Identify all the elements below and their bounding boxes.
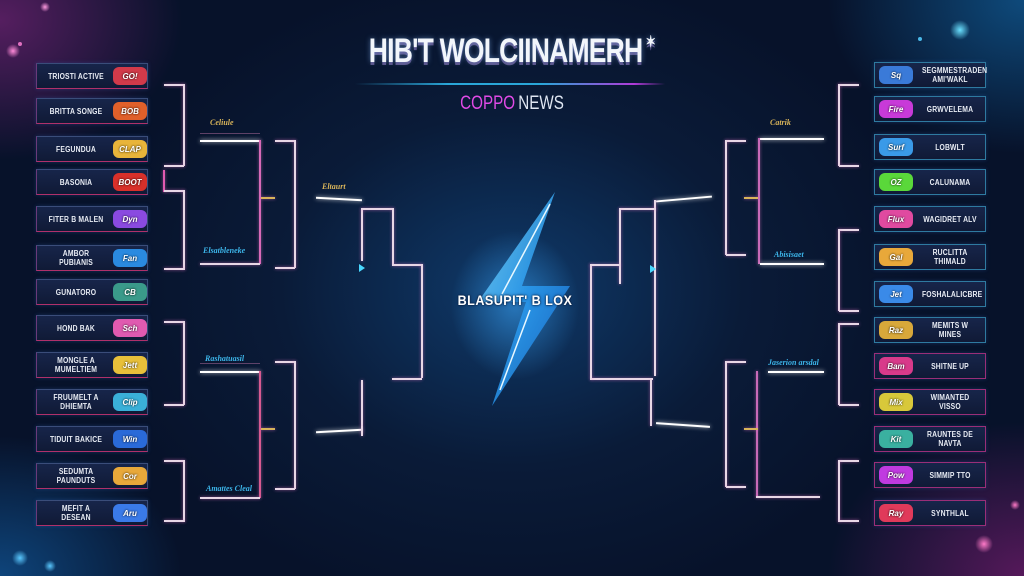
round-label: Celiule [210, 118, 234, 127]
team-logo-icon: Fan [113, 249, 147, 267]
team-logo-icon: Aru [113, 504, 147, 522]
round-label: Elsatbleneke [203, 246, 246, 255]
team-logo-icon: Bam [879, 357, 913, 375]
sparkle-icon: ✶ [645, 34, 656, 51]
team-logo-icon: Ray [879, 504, 913, 522]
team-logo-icon: BOB [113, 102, 147, 120]
team-logo-icon: Kit [879, 430, 913, 448]
team-logo-icon: Sq [879, 66, 913, 84]
title-divider [355, 83, 665, 85]
team-logo-icon: Dyn [113, 210, 147, 228]
team-logo-icon: Pow [879, 466, 913, 484]
center-title: BLASUPIT' B LOX [457, 292, 573, 308]
team-logo-icon: Gal [879, 248, 913, 266]
tournament-title: HIB'T WOLCIINAMERH✶ [368, 32, 656, 70]
round-label: Rashatuasil [205, 354, 245, 363]
team-logo-icon: Flux [879, 210, 913, 228]
team-logo-icon: OZ [879, 173, 913, 191]
team-logo-icon: Sch [113, 319, 147, 337]
team-logo-icon: Jet [879, 285, 913, 303]
round-label: Amattes Cleal [206, 484, 252, 493]
team-logo-icon: Clip [113, 393, 147, 411]
team-logo-icon: Cor [113, 467, 147, 485]
team-logo-icon: Jett [113, 356, 147, 374]
round-label: Eltaurt [322, 182, 346, 191]
team-logo-icon: Win [113, 430, 147, 448]
advance-arrow-icon [359, 264, 365, 272]
team-logo-icon: BOOT [113, 173, 147, 191]
team-logo-icon: Fire [879, 100, 913, 118]
team-logo-icon: CB [113, 283, 147, 301]
round-label: Catrik [770, 118, 791, 127]
team-logo-icon: Surf [879, 138, 913, 156]
advance-arrow-icon [650, 265, 656, 273]
team-logo-icon: Raz [879, 321, 913, 339]
round-label: Abisisaet [774, 250, 804, 259]
round-label: Jaserion arsdal [768, 358, 819, 367]
lightning-bolt-icon [430, 190, 600, 410]
team-logo-icon: Mix [879, 393, 913, 411]
team-logo-icon: GO! [113, 67, 147, 85]
team-logo-icon: CLAP [113, 140, 147, 158]
